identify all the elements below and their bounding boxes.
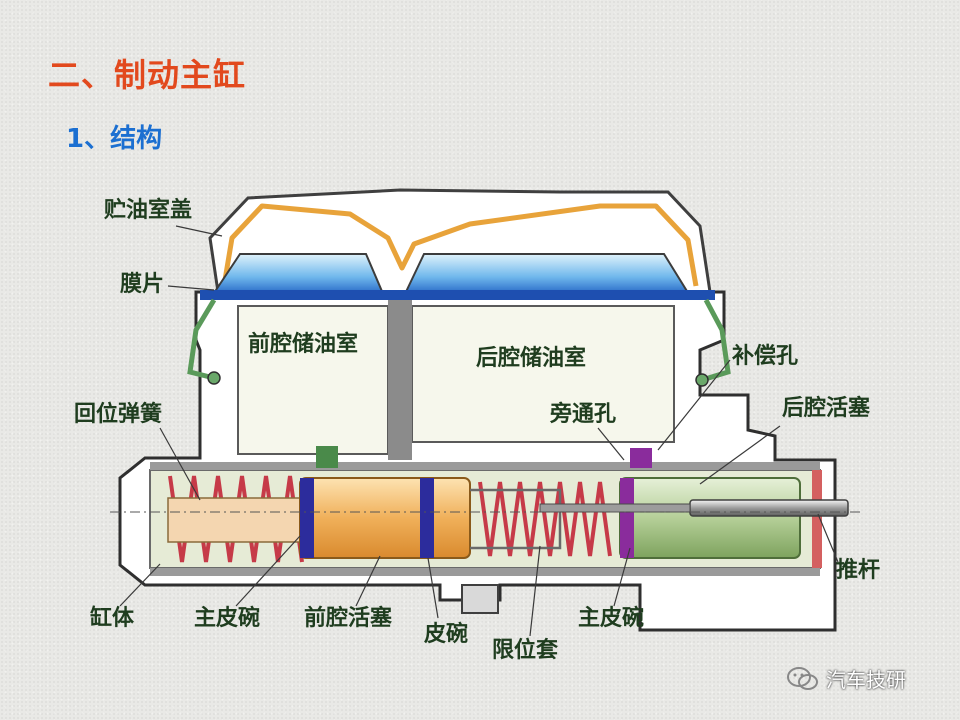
watermark: 汽车技研 xyxy=(786,664,906,693)
rear-cup-seal-top xyxy=(630,448,652,468)
label-reservoir-cap: 贮油室盖 xyxy=(104,198,193,223)
label-return-spring: 回位弹簧 xyxy=(74,402,163,427)
rear-spring xyxy=(478,481,612,557)
label-push-rod: 推杆 xyxy=(836,558,881,583)
front-piston-seal-top xyxy=(316,446,338,468)
push-rod xyxy=(689,499,849,517)
wechat-icon xyxy=(787,666,818,690)
watermark-text: 汽车技研 xyxy=(826,668,906,692)
left-outlet-nut xyxy=(207,371,221,385)
label-bypass-port: 旁通孔 xyxy=(550,402,617,427)
label-front-reservoir: 前腔储油室 xyxy=(248,332,359,357)
cylinder-wall-top xyxy=(150,462,820,470)
diaphragm-band xyxy=(200,290,715,300)
spring-seat xyxy=(167,497,305,543)
front-piston xyxy=(299,477,471,559)
bottom-fitting xyxy=(461,584,499,614)
label-compensating-port: 补偿孔 xyxy=(732,344,799,369)
label-cup: 皮碗 xyxy=(424,622,469,647)
label-rear-piston: 后腔活塞 xyxy=(782,396,871,421)
front-primary-cup xyxy=(300,478,314,558)
label-rear-reservoir: 后腔储油室 xyxy=(476,346,587,371)
rear-end-seal xyxy=(812,470,822,568)
label-primary-cup-front: 主皮碗 xyxy=(194,606,261,631)
diaphragm-front xyxy=(210,253,386,297)
label-stop-sleeve: 限位套 xyxy=(492,638,559,663)
reservoir-divider xyxy=(388,300,412,460)
rear-piston xyxy=(619,477,801,559)
left-outlet-pipe xyxy=(187,298,217,381)
cap-liner xyxy=(221,203,699,287)
rear-reservoir-chamber xyxy=(411,305,675,443)
label-front-piston: 前腔活塞 xyxy=(304,606,393,631)
diaphragm-rear xyxy=(402,253,692,297)
rear-primary-cup xyxy=(620,478,634,558)
section-subtitle: 1、结构 xyxy=(66,124,163,154)
right-outlet-pipe xyxy=(701,298,731,383)
label-primary-cup-rear: 主皮碗 xyxy=(578,606,645,631)
page-title: 二、制动主缸 xyxy=(48,56,247,94)
rod-link xyxy=(539,503,691,513)
leader-lines xyxy=(119,225,839,637)
right-outlet-nut xyxy=(695,373,709,387)
front-reservoir-chamber xyxy=(237,305,389,455)
stop-sleeve xyxy=(470,488,562,550)
label-cylinder-body: 缸体 xyxy=(90,606,135,631)
label-diaphragm: 膜片 xyxy=(120,272,165,297)
cylinder-wall-bottom xyxy=(150,568,820,576)
front-cup-seal xyxy=(420,478,434,558)
